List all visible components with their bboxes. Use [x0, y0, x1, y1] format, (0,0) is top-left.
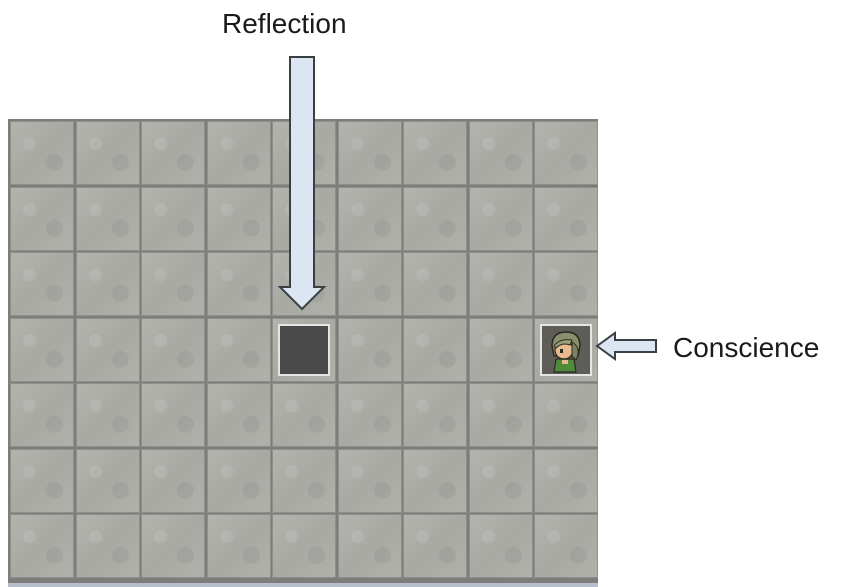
floor-tile[interactable]: [403, 252, 467, 316]
floor-tile[interactable]: [10, 514, 74, 578]
board-bottom-edge: [8, 583, 598, 587]
floor-tile[interactable]: [206, 514, 271, 578]
floor-tile[interactable]: [141, 383, 205, 447]
reflection-arrow-icon: [277, 56, 327, 311]
floor-tile[interactable]: [403, 383, 467, 447]
floor-tile[interactable]: [337, 121, 402, 185]
floor-tile[interactable]: [141, 317, 205, 382]
floor-tile[interactable]: [534, 252, 598, 316]
floor-tile[interactable]: [337, 317, 402, 382]
conscience-character[interactable]: [540, 323, 592, 376]
floor-tile[interactable]: [206, 448, 271, 513]
floor-tile[interactable]: [468, 514, 533, 578]
floor-tile[interactable]: [403, 514, 467, 578]
floor-tile[interactable]: [206, 121, 271, 185]
floor-tile[interactable]: [468, 383, 533, 447]
reflection-label: Reflection: [222, 8, 347, 39]
floor-tile[interactable]: [206, 252, 271, 316]
floor-tile[interactable]: [272, 448, 336, 513]
floor-tile[interactable]: [10, 448, 74, 513]
floor-tile[interactable]: [468, 121, 533, 185]
conscience-arrow-icon: [595, 331, 657, 361]
floor-tile[interactable]: [10, 317, 74, 382]
floor-tile[interactable]: [141, 252, 205, 316]
game-board: [8, 119, 598, 587]
floor-tile[interactable]: [206, 186, 271, 251]
floor-tile[interactable]: [468, 317, 533, 382]
floor-tile[interactable]: [534, 121, 598, 185]
floor-tile[interactable]: [337, 514, 402, 578]
floor-tile[interactable]: [75, 317, 140, 382]
floor-tile[interactable]: [534, 448, 598, 513]
floor-tile[interactable]: [403, 317, 467, 382]
floor-tile[interactable]: [337, 383, 402, 447]
floor-tile[interactable]: [534, 383, 598, 447]
floor-tile[interactable]: [403, 448, 467, 513]
floor-tile[interactable]: [141, 186, 205, 251]
floor-tile[interactable]: [206, 317, 271, 382]
conscience-label: Conscience: [673, 332, 820, 363]
floor-tile[interactable]: [272, 514, 336, 578]
floor-tile[interactable]: [468, 186, 533, 251]
floor-tile[interactable]: [337, 186, 402, 251]
floor-tile[interactable]: [75, 383, 140, 447]
floor-tile[interactable]: [534, 186, 598, 251]
floor-tile[interactable]: [534, 514, 598, 578]
floor-tile[interactable]: [10, 252, 74, 316]
floor-tile[interactable]: [75, 186, 140, 251]
floor-tile[interactable]: [272, 383, 336, 447]
character-sprite-icon: [542, 325, 590, 374]
floor-tile[interactable]: [141, 514, 205, 578]
floor-tile[interactable]: [10, 383, 74, 447]
floor-tile[interactable]: [141, 448, 205, 513]
floor-tile[interactable]: [75, 252, 140, 316]
floor-tile[interactable]: [10, 186, 74, 251]
floor-tile[interactable]: [206, 383, 271, 447]
floor-tile[interactable]: [403, 186, 467, 251]
floor-tile[interactable]: [75, 514, 140, 578]
floor-tile[interactable]: [75, 448, 140, 513]
floor-tile[interactable]: [10, 121, 74, 185]
floor-tile[interactable]: [337, 448, 402, 513]
reflection-tile[interactable]: [278, 323, 330, 376]
floor-tile[interactable]: [337, 252, 402, 316]
floor-tile[interactable]: [468, 448, 533, 513]
floor-tile[interactable]: [403, 121, 467, 185]
floor-tile[interactable]: [468, 252, 533, 316]
floor-tile[interactable]: [75, 121, 140, 185]
floor-tile[interactable]: [141, 121, 205, 185]
